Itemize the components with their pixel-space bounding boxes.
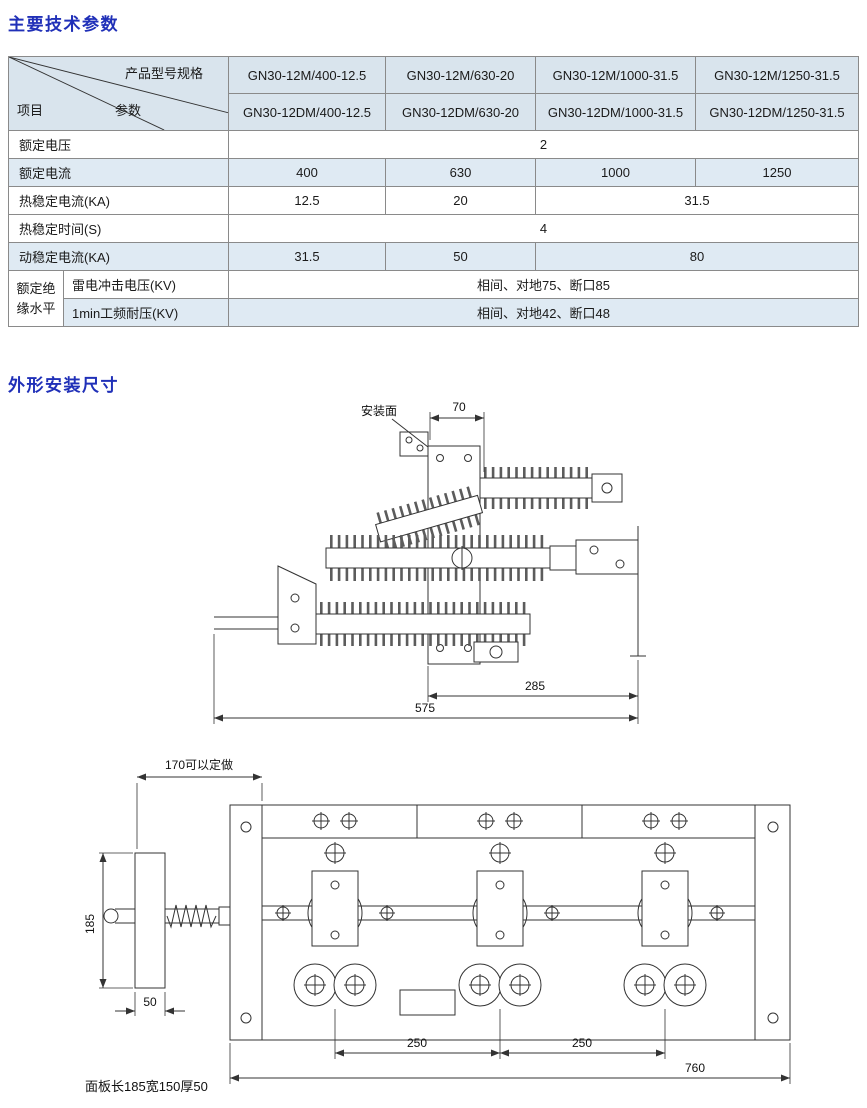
model-header-cell: GN30-12DM/1000-31.5 [535, 93, 696, 131]
header-row-dm: GN30-12DM/400-12.5 GN30-12DM/630-20 GN30… [9, 93, 859, 131]
panel-geometry [229, 804, 791, 1041]
spec-table: 产品型号规格 参数 项目 GN30-12M/400-12.5 GN30-12M/… [8, 56, 859, 327]
value-rated-current-2: 630 [385, 158, 536, 187]
row-label-rated-voltage: 额定电压 [8, 130, 229, 159]
row-label-power-frequency: 1min工频耐压(KV) [63, 298, 229, 327]
dim-575-label: 575 [415, 701, 435, 715]
row-rated-current: 额定电流 400 630 1000 1250 [8, 158, 859, 187]
dim-185-label: 185 [83, 914, 97, 934]
mounting-face-label: 安装面 [361, 403, 397, 418]
corner-label-param: 参数 [115, 103, 142, 118]
side-view-drawing: 安装面 70 285 575 [213, 400, 646, 724]
row-label-dynamic-current: 动稳定电流(KA) [8, 242, 229, 271]
dim-50-label: 50 [143, 995, 157, 1009]
model-header-cell: GN30-12M/1250-31.5 [695, 56, 859, 94]
value-thermal-current-3: 31.5 [535, 186, 859, 215]
corner-label-product-model: 产品型号规格 [125, 66, 204, 81]
value-dynamic-current-3: 80 [535, 242, 859, 271]
row-rated-voltage: 额定电压 2 [8, 130, 859, 159]
dim-285-label: 285 [525, 679, 545, 693]
value-rated-voltage: 2 [228, 130, 859, 159]
nameplate [399, 989, 456, 1016]
value-rated-current-1: 400 [228, 158, 386, 187]
row-dynamic-current: 动稳定电流(KA) 31.5 50 80 [8, 242, 859, 271]
value-thermal-time: 4 [228, 214, 859, 243]
dim-760-label: 760 [685, 1061, 705, 1075]
row-label-rated-current: 额定电流 [8, 158, 229, 187]
row-thermal-time: 热稳定时间(S) 4 [8, 214, 859, 243]
model-header-cell: GN30-12DM/630-20 [385, 93, 536, 131]
switch-side-view-geometry [214, 431, 646, 665]
front-view-drawing: 170可以定做 185 50 250 250 760 面板长185宽150厚50 [83, 757, 791, 1094]
corner-label-item: 项目 [17, 103, 44, 118]
table-corner-cell: 产品型号规格 参数 项目 [8, 56, 229, 131]
operating-mechanism [103, 852, 231, 989]
value-dynamic-current-1: 31.5 [228, 242, 386, 271]
value-dynamic-current-2: 50 [385, 242, 536, 271]
dim-70-label: 70 [452, 400, 466, 414]
section-title-parameters: 主要技术参数 [8, 15, 119, 34]
model-header-cell: GN30-12DM/1250-31.5 [695, 93, 859, 131]
model-header-cell: GN30-12DM/400-12.5 [228, 93, 386, 131]
section-title-dimensions: 外形安装尺寸 [8, 376, 119, 395]
row-label-thermal-current: 热稳定电流(KA) [8, 186, 229, 215]
row-label-thermal-time: 热稳定时间(S) [8, 214, 229, 243]
model-header-cell: GN30-12M/400-12.5 [228, 56, 386, 94]
row-thermal-current: 热稳定电流(KA) 12.5 20 31.5 [8, 186, 859, 215]
side-view-dimensions: 安装面 70 285 575 [213, 400, 639, 724]
row-power-frequency-voltage: 1min工频耐压(KV) 相间、对地42、断口48 [9, 298, 859, 327]
value-thermal-current-1: 12.5 [228, 186, 386, 215]
corner-diagonal-lines [9, 57, 228, 130]
row-label-impulse-voltage: 雷电冲击电压(KV) [63, 270, 229, 299]
dim-250-right-label: 250 [572, 1036, 592, 1050]
value-rated-current-4: 1250 [695, 158, 859, 187]
value-impulse-voltage: 相间、对地75、断口85 [228, 270, 859, 299]
model-header-cell: GN30-12M/1000-31.5 [535, 56, 696, 94]
value-power-frequency: 相间、对地42、断口48 [228, 298, 859, 327]
value-thermal-current-2: 20 [385, 186, 536, 215]
dim-250-left-label: 250 [407, 1036, 427, 1050]
header-row-m: 产品型号规格 参数 项目 GN30-12M/400-12.5 GN30-12M/… [8, 56, 859, 131]
row-impulse-voltage: 额定绝缘水平 雷电冲击电压(KV) 相间、对地75、断口85 [8, 270, 859, 327]
group-label-insulation-level: 额定绝缘水平 [8, 270, 64, 327]
model-header-cell: GN30-12M/630-20 [385, 56, 536, 94]
value-rated-current-3: 1000 [535, 158, 696, 187]
diagonal-insulator [375, 485, 484, 552]
panel-size-note: 面板长185宽150厚50 [85, 1079, 208, 1094]
dim-170-label: 170可以定做 [165, 757, 233, 772]
front-view-dimensions: 170可以定做 185 50 250 250 760 面板长185宽150厚50 [83, 757, 791, 1094]
